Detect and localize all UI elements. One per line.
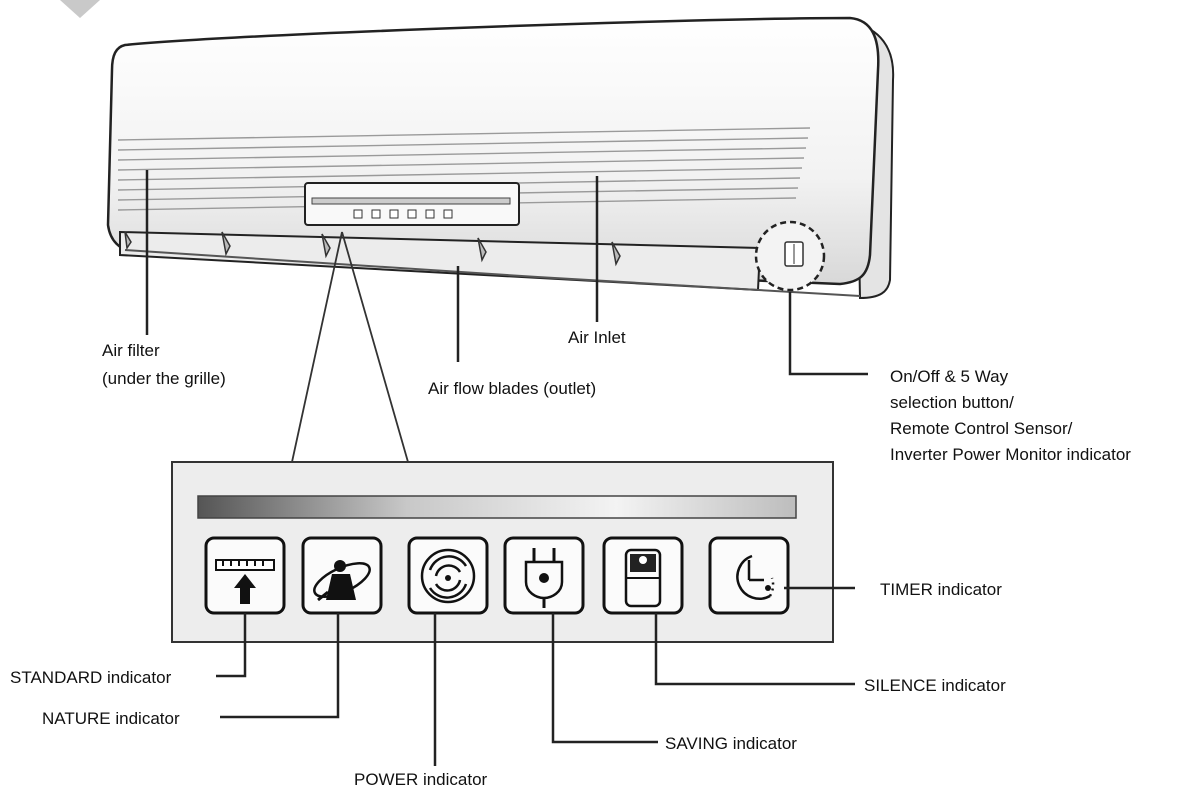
label-onoff-line3: Remote Control Sensor/ <box>890 419 1073 438</box>
silence-leader <box>654 613 855 686</box>
label-nature: NATURE indicator <box>42 709 180 728</box>
mini-indicators <box>353 209 453 219</box>
air-flow-blades <box>124 231 621 267</box>
standard-leader <box>216 613 247 678</box>
label-standard: STANDARD indicator <box>10 668 172 687</box>
corner-arrow-decoration <box>60 0 100 18</box>
label-air-filter-note: (under the grille) <box>102 369 226 388</box>
unit-callout-lines <box>145 170 868 376</box>
silence-icon <box>602 536 684 615</box>
indicator-panel <box>171 461 834 643</box>
saving-icon <box>503 536 585 615</box>
standard-icon <box>204 536 286 615</box>
label-onoff-line1: On/Off & 5 Way <box>890 367 1009 386</box>
label-air-filter: Air filter <box>102 341 160 360</box>
label-silence: SILENCE indicator <box>864 676 1006 695</box>
display-window-strip <box>311 197 511 205</box>
onoff-leader <box>788 292 868 376</box>
air-inlet-grille <box>117 127 811 211</box>
label-air-flow-blades: Air flow blades (outlet) <box>428 379 596 398</box>
indicator-panel-bar <box>197 495 797 519</box>
zoom-callout-wedge <box>291 231 409 463</box>
unit-lower-shadow <box>124 249 861 297</box>
nature-icon <box>301 536 383 615</box>
label-onoff-line2: selection button/ <box>890 393 1014 412</box>
label-timer: TIMER indicator <box>880 580 1002 599</box>
onoff-button-area <box>754 220 826 292</box>
timer-icon <box>708 536 790 615</box>
power-icon <box>407 536 489 615</box>
label-air-inlet: Air Inlet <box>568 328 626 347</box>
indicator-callout-lines <box>216 586 855 766</box>
label-saving: SAVING indicator <box>665 734 797 753</box>
nature-leader <box>220 613 340 719</box>
indoor-unit <box>106 16 895 300</box>
unit-body <box>106 16 880 286</box>
label-onoff-line4: Inverter Power Monitor indicator <box>890 445 1131 464</box>
label-power: POWER indicator <box>354 770 488 789</box>
saving-leader <box>551 613 658 744</box>
